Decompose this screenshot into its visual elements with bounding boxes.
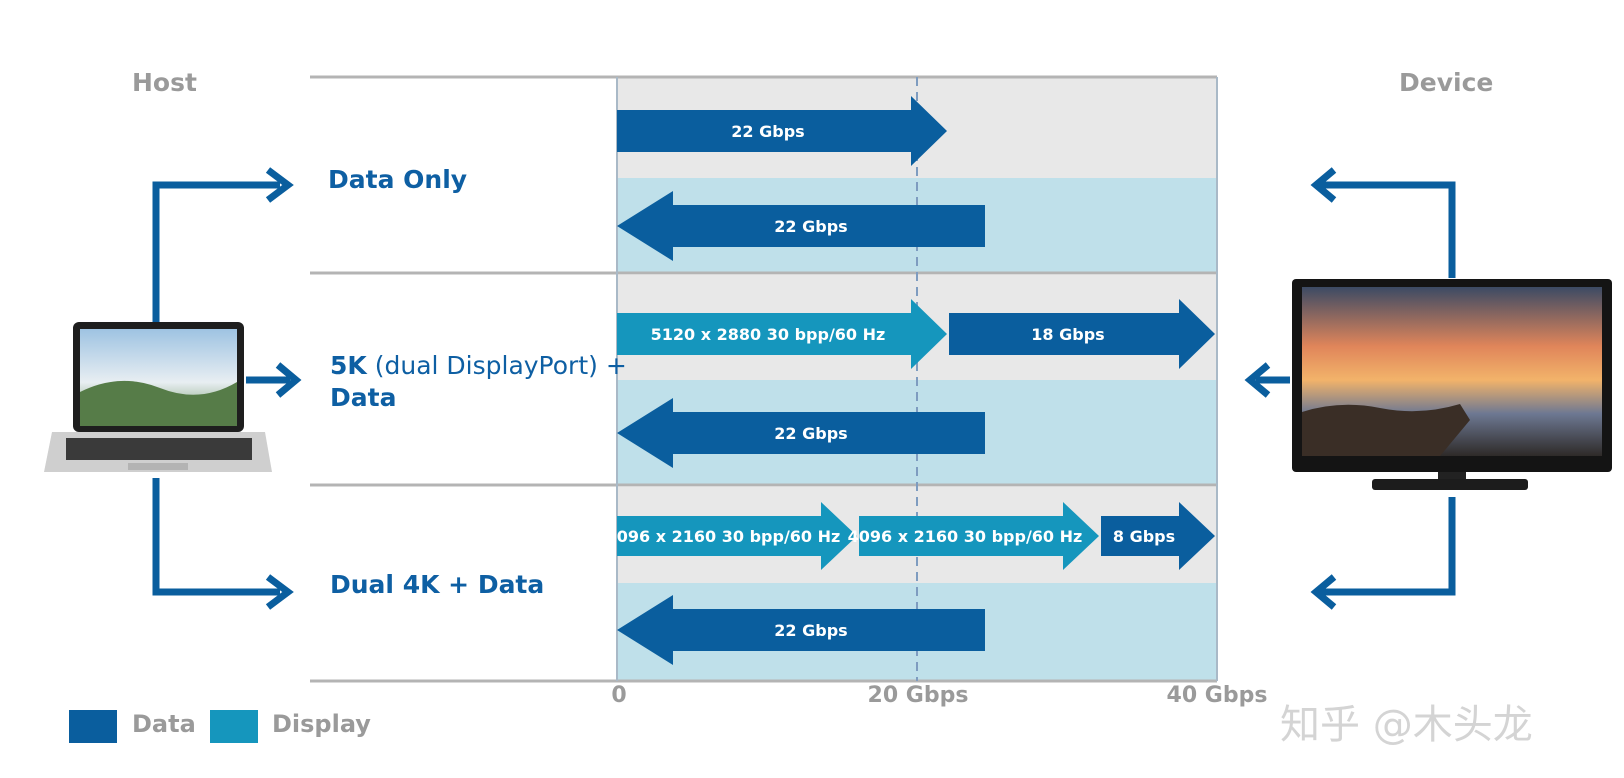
row-label-5k: 5K (dual DisplayPort) + Data xyxy=(330,350,627,414)
row3-upstream-arrow-1 xyxy=(617,502,857,570)
legend-label-data: Data xyxy=(132,710,196,738)
row3-downstream-arrow xyxy=(617,595,985,665)
row2-upstream-arrow-1-label: 5120 x 2880 30 bpp/60 Hz xyxy=(651,325,886,344)
row1-downstream-arrow-label: 22 Gbps xyxy=(774,217,847,236)
row2-label-line2: Data xyxy=(330,383,397,412)
host-title: Host xyxy=(132,68,197,97)
legend-swatch-display xyxy=(210,710,258,743)
row3-upstream-arrow-3 xyxy=(1101,502,1215,570)
row2-label-light: (dual DisplayPort) + xyxy=(366,351,627,380)
row3-upstream-arrow-1-label: 4096 x 2160 30 bpp/60 Hz xyxy=(606,527,841,546)
bandwidth-arrows: 22 Gbps 22 Gbps 5120 x 2880 30 bpp/60 Hz 18… xyxy=(606,96,1215,665)
row2-upstream-arrow-2-label: 18 Gbps xyxy=(1031,325,1104,344)
row2-upstream-arrow-1 xyxy=(617,299,947,369)
row1-label-bold: Data Only xyxy=(328,165,468,194)
chart-rules xyxy=(310,75,1218,683)
device-title: Device xyxy=(1399,68,1494,97)
axis-tick-0: 0 xyxy=(611,683,627,708)
row1-upstream-arrow-1 xyxy=(617,96,947,166)
row2-label-bold: 5K xyxy=(330,351,367,380)
row-label-dual-4k: Dual 4K + Data xyxy=(330,569,544,601)
row2-upstream-arrow-2 xyxy=(949,299,1215,369)
row3-upstream-arrow-3-label: 8 Gbps xyxy=(1113,527,1175,546)
axis-tick-40: 40 Gbps xyxy=(1166,683,1268,708)
device-connectors xyxy=(1244,167,1456,610)
row3-upstream-arrow-2-label: 4096 x 2160 30 bpp/60 Hz xyxy=(848,527,1083,546)
host-connectors xyxy=(152,167,302,610)
row1-downstream-arrow xyxy=(617,191,985,261)
legend-swatch-data xyxy=(69,710,117,743)
axis-tick-20: 20 Gbps xyxy=(867,683,969,708)
legend-label-display: Display xyxy=(272,710,371,738)
row-label-data-only: Data Only xyxy=(328,164,467,196)
row2-downstream-arrow xyxy=(617,398,985,468)
row3-downstream-arrow-label: 22 Gbps xyxy=(774,621,847,640)
laptop-icon xyxy=(44,322,272,472)
row3-upstream-arrow-2 xyxy=(859,502,1099,570)
row1-upstream-arrow-1-label: 22 Gbps xyxy=(731,122,804,141)
watermark-text: 知乎 @木头龙 xyxy=(1280,702,1533,748)
tv-monitor-icon xyxy=(1292,279,1612,490)
row3-label-bold: Dual 4K + Data xyxy=(330,570,545,599)
row2-downstream-arrow-label: 22 Gbps xyxy=(774,424,847,443)
